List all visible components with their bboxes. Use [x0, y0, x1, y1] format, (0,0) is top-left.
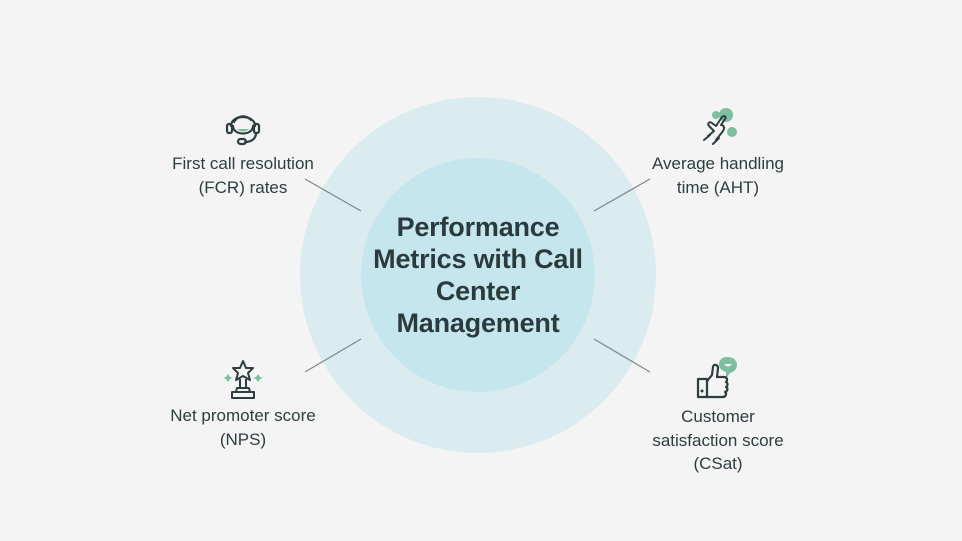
metric-nps-label: Net promoter score (NPS) [170, 406, 316, 449]
connector-csat [593, 338, 651, 373]
metric-aht: Average handling time (AHT) [638, 106, 798, 199]
center-title: Performance Metrics with Call Center Man… [361, 158, 595, 392]
pointing-hand-icon [703, 108, 737, 145]
center-title-text: Performance Metrics with Call Center Man… [373, 212, 583, 338]
headset-agent-icon [225, 115, 261, 146]
connector-nps [304, 338, 362, 373]
metric-csat-label: Customer satisfaction score (CSat) [652, 407, 784, 473]
thumbs-up-icon [696, 357, 737, 399]
metric-csat: Customer satisfaction score (CSat) [638, 355, 798, 476]
metric-nps: Net promoter score (NPS) [163, 358, 323, 451]
connector-fcr [304, 178, 362, 212]
star-trophy-icon [223, 360, 263, 399]
inner-circle [361, 158, 595, 392]
connector-aht [593, 178, 651, 212]
metric-aht-label: Average handling time (AHT) [651, 154, 784, 197]
metric-fcr: First call resolution (FCR) rates [163, 106, 323, 199]
metric-fcr-label: First call resolution (FCR) rates [172, 154, 314, 197]
